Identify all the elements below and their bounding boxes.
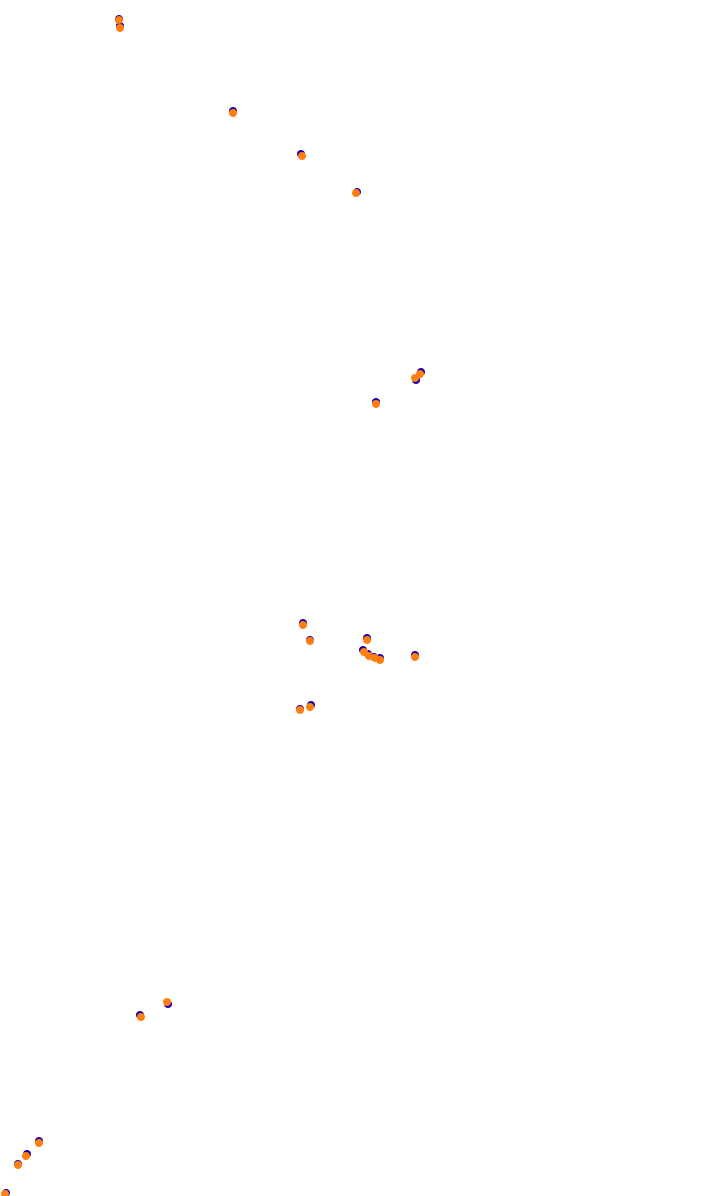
scatter-point-front-1	[14, 1161, 22, 1169]
scatter-point-front-21	[229, 109, 237, 117]
scatter-point-front-18	[416, 370, 424, 378]
scatter-point-front-0	[1, 1190, 9, 1196]
scatter-point-front-13	[306, 637, 314, 645]
scatter-point-front-11	[376, 656, 384, 664]
scatter-point-front-7	[306, 703, 314, 711]
scatter-point-front-20	[298, 152, 306, 160]
scatter-point-front-3	[35, 1139, 43, 1147]
scatter-point-front-22	[116, 24, 124, 32]
scatter-point-front-12	[411, 653, 419, 661]
scatter-point-front-2	[22, 1152, 30, 1160]
scatter-point-front-14	[363, 636, 371, 644]
scatter-point-front-4	[137, 1013, 145, 1021]
scatter-point-front-16	[372, 400, 380, 408]
scatter-point-front-15	[299, 621, 307, 629]
series-back-group	[2, 15, 425, 1196]
series-layer	[1, 15, 425, 1196]
series-front-group	[1, 16, 424, 1196]
scatter-point-front-19	[352, 189, 360, 197]
scatter-point-front-5	[163, 998, 171, 1006]
scatter-point-front-6	[296, 706, 304, 714]
scatter-point-front-23	[115, 16, 123, 24]
